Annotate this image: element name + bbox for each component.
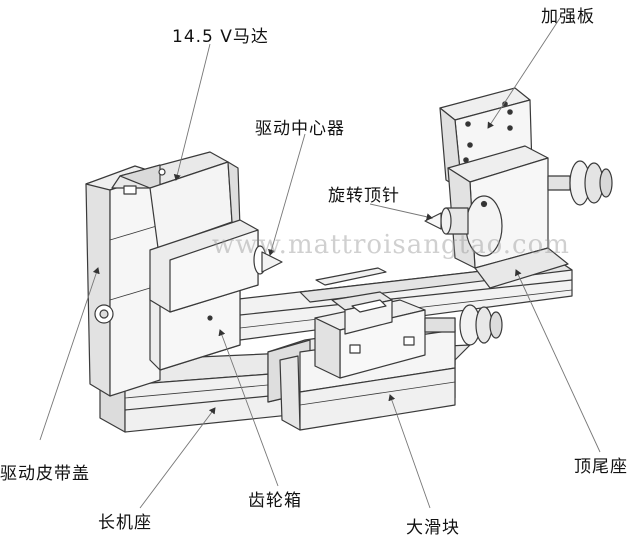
label-belt-cover: 驱动皮带盖: [0, 464, 90, 484]
leader-drive-center: [268, 133, 306, 256]
label-carriage: 大滑块: [406, 518, 460, 538]
watermark: www.mattroisangtao.com: [212, 230, 570, 260]
tailstock-handwheel: [547, 160, 613, 206]
label-gearbox: 齿轮箱: [248, 491, 302, 511]
carriage-handwheel: [424, 304, 503, 346]
label-tailstock: 顶尾座: [574, 457, 628, 477]
leader-gearbox: [218, 329, 279, 487]
leader-reinforcing-plate: [487, 17, 561, 129]
leader-belt-cover: [39, 267, 100, 441]
label-drive-center: 驱动中心器: [255, 119, 345, 139]
rotating-center: [424, 207, 469, 235]
motor: [111, 151, 241, 249]
leader-bed: [139, 407, 216, 509]
leader-tailstock: [514, 269, 601, 453]
tool-post: [315, 267, 393, 335]
leader-carriage: [388, 394, 431, 509]
label-reinforcing-plate: 加强板: [541, 7, 595, 27]
belt-cover: [85, 165, 161, 397]
label-rotating-center: 旋转顶针: [328, 186, 400, 206]
label-bed: 长机座: [98, 513, 152, 533]
label-motor: 14.5 V马达: [172, 27, 269, 47]
leader-motor: [173, 43, 211, 181]
spindle-housing: [149, 219, 283, 313]
leader-rotating-center: [369, 203, 433, 221]
